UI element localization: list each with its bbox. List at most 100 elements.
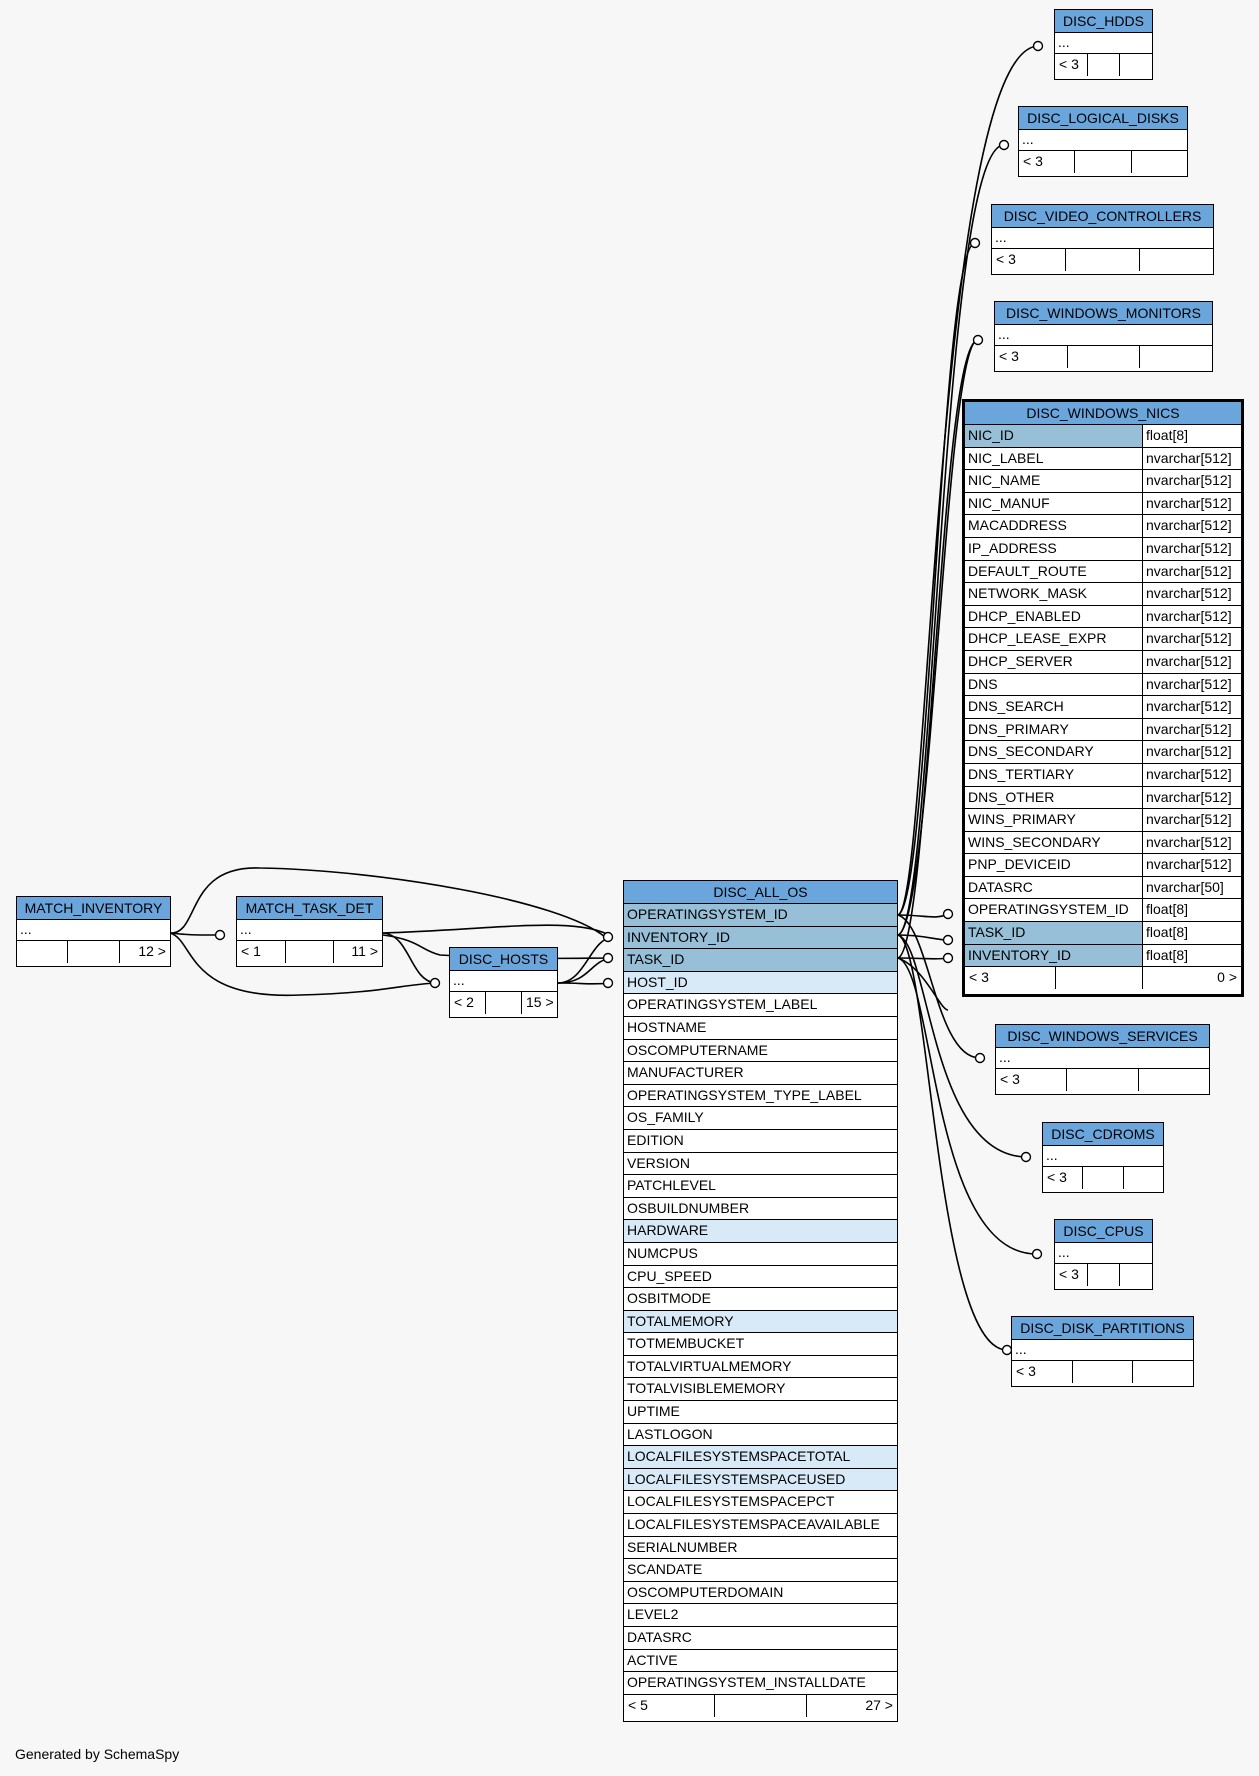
column-row: TOTALVISIBLEMEMORY — [624, 1378, 897, 1402]
column-name: LOCALFILESYSTEMSPACEUSED — [627, 1470, 846, 1487]
collapsed-columns: ... — [237, 920, 382, 941]
column-row: OPERATINGSYSTEM_TYPE_LABEL — [624, 1085, 897, 1108]
parent-count: < 3 — [1059, 1266, 1079, 1282]
column-name: TOTALVIRTUALMEMORY — [627, 1357, 792, 1374]
column-row: HARDWARE — [624, 1220, 897, 1243]
column-type: float[8] — [1142, 899, 1241, 922]
child-count — [1119, 54, 1152, 76]
child-count: 12 > — [118, 941, 170, 963]
column-type: nvarchar[512] — [1142, 718, 1241, 741]
table-footer: < 3 — [995, 346, 1212, 368]
child-count — [1139, 249, 1213, 271]
footer-middle — [1066, 346, 1140, 368]
child-count — [1132, 1361, 1193, 1383]
column-name: NIC_ID — [968, 427, 1014, 443]
table-footer: < 3 — [1055, 54, 1152, 76]
generated-by-credit: Generated by SchemaSpy — [15, 1746, 180, 1762]
parent-count: < 3 — [969, 969, 989, 986]
footer-middle — [1086, 1264, 1120, 1286]
column-type: nvarchar[512] — [1142, 673, 1241, 696]
column-row: VERSION — [624, 1153, 897, 1176]
column-row: TOTALVIRTUALMEMORY — [624, 1356, 897, 1379]
column-type: nvarchar[512] — [1142, 628, 1241, 650]
column-name: ACTIVE — [627, 1651, 678, 1668]
footer-middle — [1082, 1167, 1122, 1189]
column-row: LEVEL2 — [624, 1604, 897, 1627]
column-row: HOSTNAME — [624, 1017, 897, 1040]
column-row: OSBUILDNUMBER — [624, 1198, 897, 1221]
table-disc-cpus[interactable]: DISC_CPUS ... < 3 — [1054, 1219, 1153, 1290]
table-match-inventory[interactable]: MATCH_INVENTORY ... 12 > — [16, 896, 171, 967]
column-name: HARDWARE — [627, 1222, 709, 1239]
column-row: TOTMEMBUCKET — [624, 1333, 897, 1356]
collapsed-columns: ... — [1055, 1243, 1152, 1264]
column-type: nvarchar[512] — [1142, 560, 1241, 583]
column-name: SERIALNUMBER — [627, 1538, 738, 1555]
column-name: DHCP_SERVER — [968, 652, 1073, 669]
column-type: float[8] — [1142, 922, 1241, 944]
table-footer: < 3 — [992, 249, 1213, 271]
column-row: PATCHLEVEL — [624, 1175, 897, 1198]
column-row: ACTIVE — [624, 1650, 897, 1673]
column-name: OS_FAMILY — [627, 1109, 704, 1126]
table-disc-logical-disks[interactable]: DISC_LOGICAL_DISKS ... < 3 — [1018, 106, 1188, 177]
column-name: MANUFACTURER — [627, 1064, 744, 1081]
parent-count: < 3 — [1047, 1169, 1067, 1185]
column-row: EDITION — [624, 1130, 897, 1153]
table-title: DISC_HDDS — [1055, 10, 1152, 33]
table-footer: < 3 — [1012, 1361, 1193, 1383]
child-count: 11 > — [333, 941, 382, 963]
footer-middle — [1074, 151, 1130, 173]
column-name: OPERATINGSYSTEM_TYPE_LABEL — [627, 1086, 862, 1103]
table-match-task-det[interactable]: MATCH_TASK_DET ... < 1 11 > — [236, 896, 383, 967]
column-type: nvarchar[512] — [1142, 741, 1241, 763]
column-name: MACADDRESS — [968, 517, 1067, 534]
column-row: OPERATINGSYSTEM_LABEL — [624, 994, 897, 1017]
column-name: DNS — [968, 675, 998, 692]
table-disc-windows-monitors[interactable]: DISC_WINDOWS_MONITORS ... < 3 — [994, 301, 1213, 372]
table-disc-cdroms[interactable]: DISC_CDROMS ... < 3 — [1042, 1122, 1164, 1193]
footer-middle — [485, 992, 521, 1014]
column-name: NUMCPUS — [627, 1244, 698, 1261]
table-disc-disk-partitions[interactable]: DISC_DISK_PARTITIONS ... < 3 — [1011, 1316, 1194, 1387]
column-row: LOCALFILESYSTEMSPACEAVAILABLE — [624, 1514, 897, 1537]
parent-count: < 3 — [999, 348, 1019, 364]
column-row: NUMCPUS — [624, 1243, 897, 1266]
table-title: DISC_WINDOWS_SERVICES — [996, 1025, 1209, 1048]
table-footer: < 2 15 > — [450, 992, 557, 1014]
column-row: TOTALMEMORY — [624, 1310, 897, 1334]
child-count — [1122, 1167, 1163, 1189]
column-row: OPERATINGSYSTEM_INSTALLDATE — [624, 1672, 897, 1695]
child-count — [1139, 346, 1212, 368]
column-name: LOCALFILESYSTEMSPACEAVAILABLE — [627, 1516, 880, 1533]
table-footer: < 3 0 > — [965, 967, 1241, 990]
child-count: 0 > — [1142, 967, 1241, 990]
column-name: WINS_PRIMARY — [968, 811, 1076, 828]
parent-count: < 3 — [996, 251, 1016, 267]
column-name: DHCP_ENABLED — [968, 607, 1081, 624]
table-disc-video-controllers[interactable]: DISC_VIDEO_CONTROLLERS ... < 3 — [991, 204, 1214, 275]
table-disc-hdds[interactable]: DISC_HDDS ... < 3 — [1054, 9, 1153, 80]
column-row: OPERATINGSYSTEM_ID — [624, 904, 897, 927]
collapsed-columns: ... — [1055, 33, 1152, 54]
column-name: TOTALVISIBLEMEMORY — [627, 1380, 786, 1397]
table-disc-windows-services[interactable]: DISC_WINDOWS_SERVICES ... < 3 — [995, 1024, 1210, 1095]
column-name: SCANDATE — [627, 1561, 703, 1578]
column-type: nvarchar[512] — [1142, 605, 1241, 628]
column-row: OSCOMPUTERNAME — [624, 1040, 897, 1063]
child-count: 15 > — [521, 992, 557, 1014]
column-name: IP_ADDRESS — [968, 539, 1057, 556]
column-name: PATCHLEVEL — [627, 1177, 716, 1194]
table-disc-hosts[interactable]: DISC_HOSTS ... < 2 15 > — [449, 947, 558, 1018]
table-footer: < 3 — [996, 1069, 1209, 1091]
